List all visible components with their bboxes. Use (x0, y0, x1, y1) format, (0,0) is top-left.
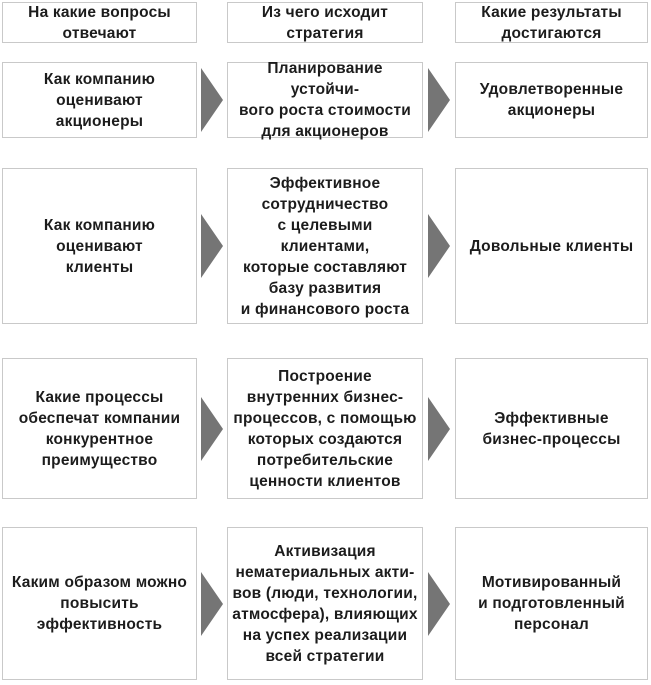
question-box: Какие процессы обеспечат компании конкур… (2, 358, 197, 499)
strategy-text: Построение внутренних бизнес- процессов,… (233, 367, 417, 490)
arrow-right-icon (428, 396, 450, 461)
header-row: На какие вопросы отвечают Из чего исходи… (2, 2, 648, 43)
arrow-right-icon (201, 214, 223, 278)
row-personnel: Каким образом можно повысить эффективнос… (2, 527, 648, 680)
result-text: Довольные клиенты (469, 237, 634, 255)
question-box: Как компанию оценивают клиенты (2, 168, 197, 324)
question-text: Как компанию оценивают акционеры (43, 70, 156, 130)
strategy-box: Активизация нематериальных акти- вов (лю… (227, 527, 423, 680)
result-text: Эффективные бизнес-процессы (482, 409, 621, 448)
arrow-right-icon (201, 571, 223, 636)
strategy-box: Эффективное сотрудничество с целевыми кл… (227, 168, 423, 324)
connector (423, 527, 455, 680)
arrow-right-icon (428, 68, 450, 132)
question-text: Каким образом можно повысить эффективнос… (11, 574, 188, 633)
strategy-box: Построение внутренних бизнес- процессов,… (227, 358, 423, 499)
result-box: Удовлетворенные акционеры (455, 62, 648, 138)
header-gap-1 (197, 2, 227, 43)
arrow-right-icon (201, 396, 223, 461)
connector (197, 527, 227, 680)
arrow-right-icon (201, 68, 223, 132)
question-box: Как компанию оценивают акционеры (2, 62, 197, 138)
header-questions-box: На какие вопросы отвечают (2, 2, 197, 43)
connector (197, 358, 227, 499)
header-results-box: Какие результаты достигаются (455, 2, 648, 43)
strategy-box: Планирование устойчи- вого роста стоимос… (227, 60, 423, 140)
strategy-text: Активизация нематериальных акти- вов (лю… (232, 542, 418, 665)
connector (423, 358, 455, 499)
result-text: Мотивированный и подготовленный персонал (478, 574, 625, 633)
question-box: Каким образом можно повысить эффективнос… (2, 527, 197, 680)
arrow-right-icon (428, 214, 450, 278)
strategy-text: Планирование устойчи- вого роста стоимос… (239, 60, 411, 140)
header-gap-2 (423, 2, 455, 43)
result-box: Эффективные бизнес-процессы (455, 358, 648, 499)
header-questions-label: На какие вопросы отвечают (28, 3, 171, 42)
result-box: Довольные клиенты (455, 168, 648, 324)
header-strategy-box: Из чего исходит стратегия (227, 2, 423, 43)
header-results-label: Какие результаты достигаются (481, 3, 622, 42)
row-shareholders: Как компанию оценивают акционеры Планиро… (2, 60, 648, 140)
header-strategy-label: Из чего исходит стратегия (261, 3, 389, 42)
connector (423, 62, 455, 138)
arrow-right-icon (428, 571, 450, 636)
question-text: Какие процессы обеспечат компании конкур… (18, 388, 181, 469)
row-clients: Как компанию оценивают клиенты Эффективн… (2, 168, 648, 324)
connector (197, 168, 227, 324)
row-processes: Какие процессы обеспечат компании конкур… (2, 358, 648, 499)
result-text: Удовлетворенные акционеры (479, 81, 624, 119)
question-text: Как компанию оценивают клиенты (43, 216, 156, 276)
connector (423, 168, 455, 324)
strategy-text: Эффективное сотрудничество с целевыми кл… (240, 174, 410, 318)
connector (197, 62, 227, 138)
result-box: Мотивированный и подготовленный персонал (455, 527, 648, 680)
